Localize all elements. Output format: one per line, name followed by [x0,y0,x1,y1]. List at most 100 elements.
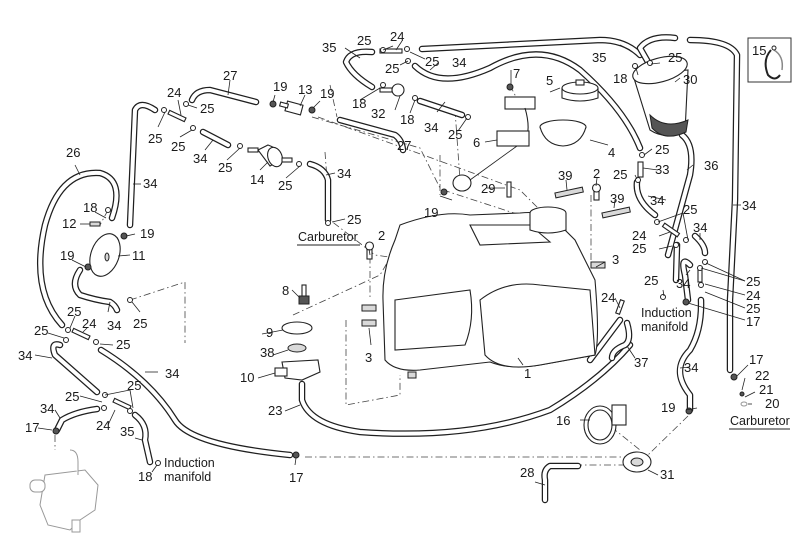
callout-29: 29 [481,181,495,196]
leader-lines [34,40,756,486]
callout-18: 18 [613,71,627,86]
callout-14: 14 [250,172,264,187]
callout-25: 25 [357,33,371,48]
callout-18: 18 [352,96,366,111]
callout-34: 34 [650,193,664,208]
clamps [52,46,748,466]
callout-16: 16 [556,413,570,428]
callout-18: 18 [400,112,414,127]
callout-35: 35 [120,424,134,439]
level-sender-6 [452,96,536,192]
induction-label-right-2: manifold [641,320,688,334]
callout-24: 24 [96,418,110,433]
callout-24: 24 [82,316,96,331]
callout-34: 34 [684,360,698,375]
callout-21: 21 [759,382,773,397]
callout-27: 27 [223,68,237,83]
callout-25: 25 [218,160,232,175]
callout-25: 25 [746,301,760,316]
callout-25: 25 [127,378,141,393]
callout-24: 24 [632,228,646,243]
filter-14 [247,144,293,168]
callout-34: 34 [165,366,179,381]
callout-24: 24 [167,85,181,100]
callout-23: 23 [268,403,282,418]
parts [29,46,748,533]
callout-2: 2 [593,166,600,181]
callout-10: 10 [240,370,254,385]
callout-25: 25 [613,167,627,182]
callout-25: 25 [632,241,646,256]
canister-30 [632,55,689,137]
inset-hose-clamp: 15 [747,37,792,83]
callout-9: 9 [266,325,273,340]
callout-6: 6 [473,135,480,150]
inset-label: 15 [752,43,766,58]
fuel-valve-assembly [274,284,321,381]
callout-17: 17 [25,420,39,435]
callout-34: 34 [40,401,54,416]
carburetor-label-right: Carburetor [730,414,790,428]
callout-39: 39 [610,191,624,206]
clip-3b [590,261,606,269]
callout-25: 25 [133,316,147,331]
callout-19: 19 [320,86,334,101]
callout-34: 34 [193,151,207,166]
callout-24: 24 [390,29,404,44]
callout-30: 30 [683,72,697,87]
callout-20: 20 [765,396,779,411]
callout-31: 31 [660,467,674,482]
callout-28: 28 [520,465,534,480]
callout-39: 39 [558,168,572,183]
callout-25: 25 [171,139,185,154]
callout-34: 34 [452,55,466,70]
callout-25: 25 [347,212,361,227]
bolt-2b [591,183,602,201]
callout-25: 25 [200,101,214,116]
callout-25: 25 [385,61,399,76]
clip-3 [361,304,377,327]
callout-35: 35 [322,40,336,55]
callout-4: 4 [608,145,615,160]
callout-34: 34 [143,176,157,191]
callout-1: 1 [524,366,531,381]
strainer-4 [539,119,587,147]
callout-17: 17 [289,470,303,485]
callout-25: 25 [148,131,162,146]
callout-25: 25 [655,142,669,157]
callout-19: 19 [424,205,438,220]
valve-31 [622,451,652,473]
callout-11: 11 [132,248,146,263]
callout-19: 19 [273,79,287,94]
induction-label-left-2: manifold [164,470,211,484]
callout-25: 25 [34,323,48,338]
callout-25: 25 [67,304,81,319]
callout-3: 3 [365,350,372,365]
cover-16 [583,404,627,445]
callout-38: 38 [260,345,274,360]
callout-25: 25 [425,54,439,69]
fuel-cap-5 [561,79,599,102]
callout-18: 18 [83,200,97,215]
fuel-tank [382,206,599,379]
callout-19: 19 [60,248,74,263]
callout-33: 33 [655,162,669,177]
callout-25: 25 [668,50,682,65]
callout-25: 25 [116,337,130,352]
callout-17: 17 [746,314,760,329]
callout-3: 3 [612,252,619,267]
callout-17: 17 [749,352,763,367]
callout-25: 25 [278,178,292,193]
callout-8: 8 [282,283,289,298]
callouts: 35 25 24 25 25 34 18 32 18 34 25 27 19 1… [18,29,790,485]
callout-25: 25 [683,202,697,217]
callout-26: 26 [66,145,80,160]
callout-34: 34 [424,120,438,135]
callout-5: 5 [546,73,553,88]
induction-label-right-1: Induction [641,306,692,320]
callout-37: 37 [634,355,648,370]
callout-34: 34 [742,198,756,213]
carburetor-ghost [29,449,99,533]
callout-2: 2 [378,228,385,243]
